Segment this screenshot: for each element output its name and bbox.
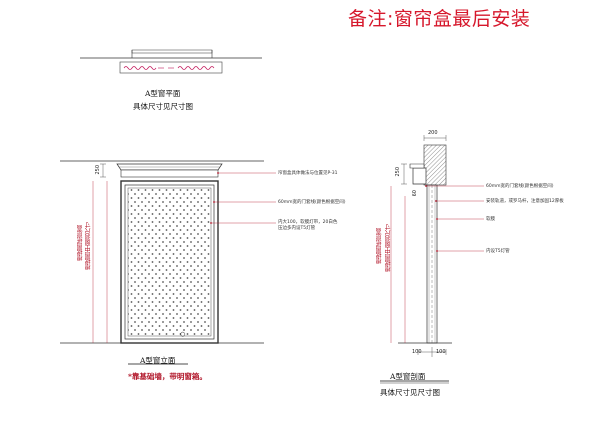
section-ceiling-slab xyxy=(423,144,447,186)
section-dim-box: 250 xyxy=(395,167,401,177)
elevation-marker xyxy=(179,331,186,337)
elevation-footnote: *靠基础墙，带明窗箱。 xyxy=(128,372,207,381)
plan-subtitle: 具体尺寸见尺寸图 xyxy=(133,102,193,111)
plan-curtain-right xyxy=(177,66,215,70)
elevation-vertical-label-2: 根据图中窗洞尺寸 xyxy=(85,222,92,270)
elevation-inner-frame xyxy=(124,184,215,340)
elevation-note-1: 帘窗盒具体做法与位置见P-31 xyxy=(278,171,338,176)
section-title: A型窗剖面 xyxy=(390,372,426,381)
plan-curtain-left xyxy=(123,66,157,70)
plan-curtain-box xyxy=(119,61,223,74)
section-dim-bottom-left: 100 xyxy=(412,349,422,355)
section-vertical-label-2: 根据图中窗洞尺寸 xyxy=(385,224,392,272)
section-note-4: 内设T5灯管 xyxy=(486,249,510,254)
elevation-note-2: 60mm宽的门套线(颜色根据空间) xyxy=(278,200,346,205)
plan-window-frame xyxy=(131,49,213,54)
section-dim-bottom-right: 100 xyxy=(436,349,446,355)
elevation-film-panel xyxy=(127,187,212,337)
section-note-3: 软膜 xyxy=(486,217,495,222)
section-subtitle: 具体尺寸见尺寸图 xyxy=(380,388,440,397)
plan-view xyxy=(80,49,262,74)
elevation-height-dim-label: 250 xyxy=(95,165,101,175)
section-dim-side: 60 xyxy=(412,190,418,197)
elevation-box-face xyxy=(120,169,219,178)
elevation-title: A型窗立面 xyxy=(140,356,176,365)
section-curtain-box xyxy=(412,167,427,185)
remark-title: 备注:窗帘盒最后安装 xyxy=(348,8,531,30)
section-wall xyxy=(426,184,438,344)
section-dim-top: 200 xyxy=(428,130,438,136)
section-note-2: 安装轨道，或罗马杆，注意加固12厚板 xyxy=(486,199,564,204)
section-view xyxy=(380,135,484,384)
elevation-note-3: 内大100，软膜灯带，20白色压边多内设T5灯管 xyxy=(278,220,338,231)
section-note-1: 60mm宽的门套线(颜色根据空间) xyxy=(486,184,554,189)
elevation-view xyxy=(60,160,276,365)
section-vertical-label-1: 根据图纸层高 xyxy=(376,228,383,264)
plan-title: A型窗平面 xyxy=(145,89,181,98)
